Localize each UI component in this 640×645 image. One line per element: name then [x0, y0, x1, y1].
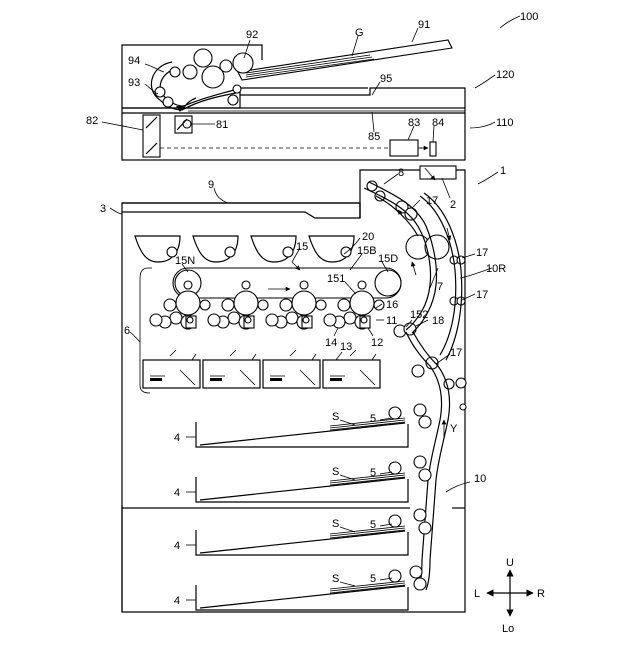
label-17-lower: 17 [450, 347, 462, 359]
label-2: 2 [450, 199, 456, 211]
label-151: 151 [327, 273, 345, 285]
label-4-1: 4 [174, 432, 180, 444]
label-13: 13 [340, 341, 352, 353]
label-8: 8 [398, 167, 404, 179]
label-18: 18 [432, 315, 444, 327]
label-120: 120 [496, 69, 514, 81]
label-4-4: 4 [174, 595, 180, 607]
paper-cassette-3 [196, 509, 431, 555]
label-16: 16 [386, 299, 398, 311]
exposure-units [143, 350, 380, 388]
label-91: 91 [418, 19, 430, 31]
direction-lower-label: Lo [502, 623, 514, 635]
label-3: 3 [100, 203, 106, 215]
exposure-unit-4 [323, 350, 380, 388]
label-S-2: S [332, 466, 339, 478]
label-95: 95 [380, 73, 392, 85]
label-5-2: 5 [370, 467, 376, 479]
label-S-1: S [332, 411, 339, 423]
label-110: 110 [496, 117, 514, 129]
exposure-unit-3 [263, 350, 320, 388]
label-12: 12 [371, 337, 383, 349]
label-9: 9 [208, 179, 214, 191]
exposure-unit-1 [143, 350, 200, 388]
paper-cassette-4 [196, 566, 426, 610]
paper-cassette-2 [196, 456, 431, 502]
label-11: 11 [386, 315, 397, 327]
direction-left-label: L [474, 588, 480, 600]
label-100: 100 [520, 11, 538, 23]
label-20: 20 [362, 231, 374, 243]
label-83: 83 [408, 117, 420, 129]
label-17-right-lower: 17 [476, 289, 488, 301]
label-17-upper: 17 [426, 195, 438, 207]
label-17-right-upper: 17 [476, 247, 488, 259]
label-14: 14 [325, 337, 337, 349]
label-152: 152 [410, 309, 428, 321]
document-feeder [122, 40, 465, 112]
label-5-1: 5 [370, 413, 376, 425]
label-93: 93 [128, 77, 140, 89]
label-15: 15 [296, 241, 308, 253]
label-G: G [355, 27, 364, 39]
label-1: 1 [500, 165, 506, 177]
paper-cassette-1 [196, 404, 431, 447]
label-82: 82 [86, 115, 98, 127]
label-85: 85 [368, 131, 380, 143]
label-S-4: S [332, 573, 339, 585]
image-reading-unit [122, 108, 465, 160]
label-5-3: 5 [370, 519, 376, 531]
label-Y: Y [450, 423, 458, 435]
label-92: 92 [246, 29, 258, 41]
exposure-unit-2 [203, 350, 260, 388]
label-5-4: 5 [370, 573, 376, 585]
label-84: 84 [432, 117, 444, 129]
label-7: 7 [437, 281, 443, 293]
label-81: 81 [216, 119, 228, 131]
direction-indicator [487, 570, 533, 616]
label-15D: 15D [378, 253, 398, 265]
label-4-2: 4 [174, 487, 180, 499]
direction-up-label: U [506, 557, 514, 569]
label-10R: 10R [486, 263, 506, 275]
paper-cassettes [196, 404, 431, 610]
toner-containers [135, 236, 354, 262]
label-15N: 15N [175, 255, 195, 267]
label-S-3: S [332, 518, 339, 530]
label-15B: 15B [357, 245, 377, 257]
direction-right-label: R [537, 588, 545, 600]
label-10: 10 [474, 473, 486, 485]
label-6: 6 [124, 325, 130, 337]
label-94: 94 [128, 55, 140, 67]
label-4-3: 4 [174, 540, 180, 552]
